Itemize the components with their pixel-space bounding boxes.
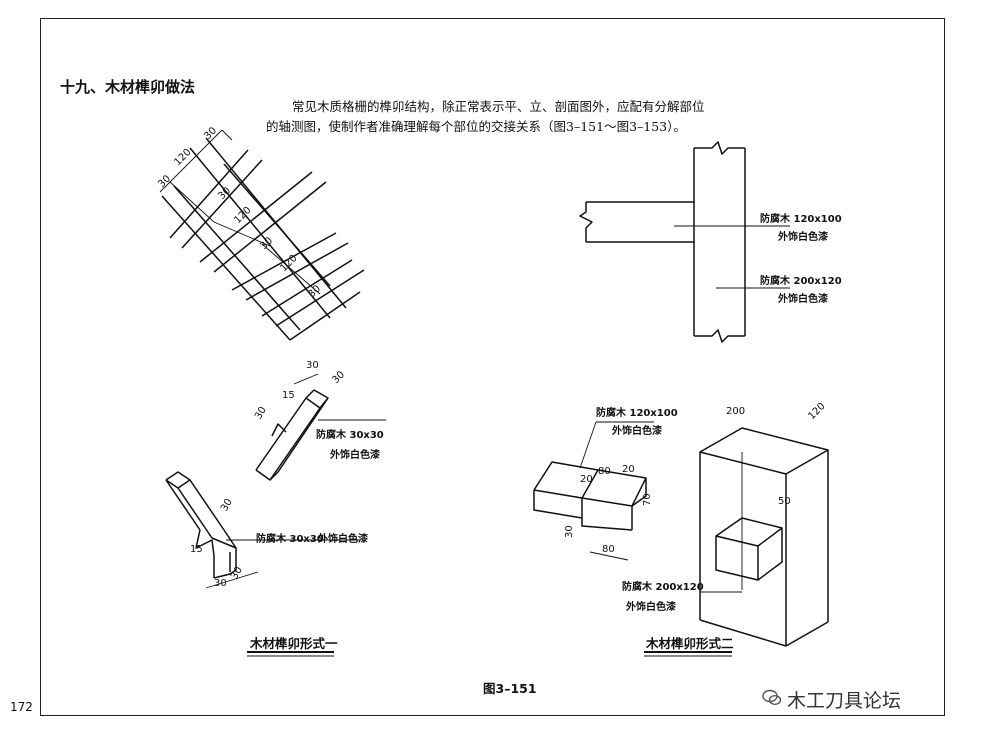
elevation-post-finish: 外饰白色漆 [777,292,828,305]
form1-lower-dim-notch: 30 [219,497,235,514]
form2-post-dim-mortise: 50 [778,496,791,507]
page-border [40,18,945,716]
form1-lower-dim-base2: 30 [229,565,245,582]
form2-beam-piece [533,421,654,561]
form1-lower-piece [165,471,360,589]
intro-line-1: 常见木质格栅的榫卯结构，除正常表示平、立、剖面图外，应配有分解部位 [292,99,705,114]
form1-lower-dim-depth: 15 [190,544,203,555]
form2-post-finish: 外饰白色漆 [625,600,676,613]
form2-post-dim-w: 200 [726,406,745,417]
form2-beam-finish: 外饰白色漆 [611,424,662,437]
grid-dim-6: 30 [258,235,275,252]
section-heading: 十九、木材榫卯做法 [60,78,196,96]
form1-upper-dim-top: 30 [306,360,319,371]
elevation-beam-spec: 防腐木 120x100 [760,212,842,225]
form1-caption: 木材榫卯形式一 [249,636,338,651]
elevation-drawing [579,141,790,343]
intro-line-2: 的轴测图，使制作者准确理解每个部位的交接关系（图3–151～图3–153）。 [266,119,686,134]
form2-post-piece [699,427,829,647]
form2-post-spec: 防腐木 200x120 [622,580,704,593]
form1-upper-dim-notch: 15 [282,390,295,401]
lattice-grid-drawing [161,137,365,341]
form1-upper-spec: 防腐木 30x30 [316,428,384,441]
form1-upper-dim-side: 30 [330,369,347,386]
form2-beam-spec: 防腐木 120x100 [596,406,678,419]
form2-beam-dim-len: 80 [602,544,615,555]
form1-lower-finish: 外饰白色漆 [317,532,368,545]
form2-beam-dim-th: 30 [564,525,575,538]
watermark-text: 木工刀具论坛 [787,690,902,712]
form1-upper-finish: 外饰白色漆 [329,448,380,461]
page-number: 172 [10,700,33,714]
form2-beam-dim-b: 80 [598,466,611,477]
grid-dim-3: 30 [156,173,173,190]
grid-dim-1: 30 [202,125,219,142]
grid-dim-2: 120 [172,147,193,168]
form1-upper-dim-end: 30 [253,405,269,422]
form2-caption: 木材榫卯形式二 [645,636,734,651]
wechat-logo-icon [762,689,782,706]
lattice-dimension-lines [159,129,321,295]
grid-dim-5: 120 [232,205,253,226]
form2-beam-dim-a: 20 [580,474,593,485]
elevation-beam-finish: 外饰白色漆 [777,230,828,243]
form2-beam-dim-c: 20 [622,464,635,475]
elevation-post-spec: 防腐木 200x120 [760,274,842,287]
grid-dim-4: 30 [216,185,233,202]
figure-caption: 图3–151 [483,681,537,696]
form1-lower-spec: 防腐木 30x30 [256,532,324,545]
form1-lower-dim-base1: 30 [214,578,227,589]
form2-beam-dim-h: 70 [642,493,653,506]
form1-upper-piece [255,373,386,481]
grid-dim-7: 120 [278,253,299,274]
form2-post-dim-d: 120 [806,401,827,422]
